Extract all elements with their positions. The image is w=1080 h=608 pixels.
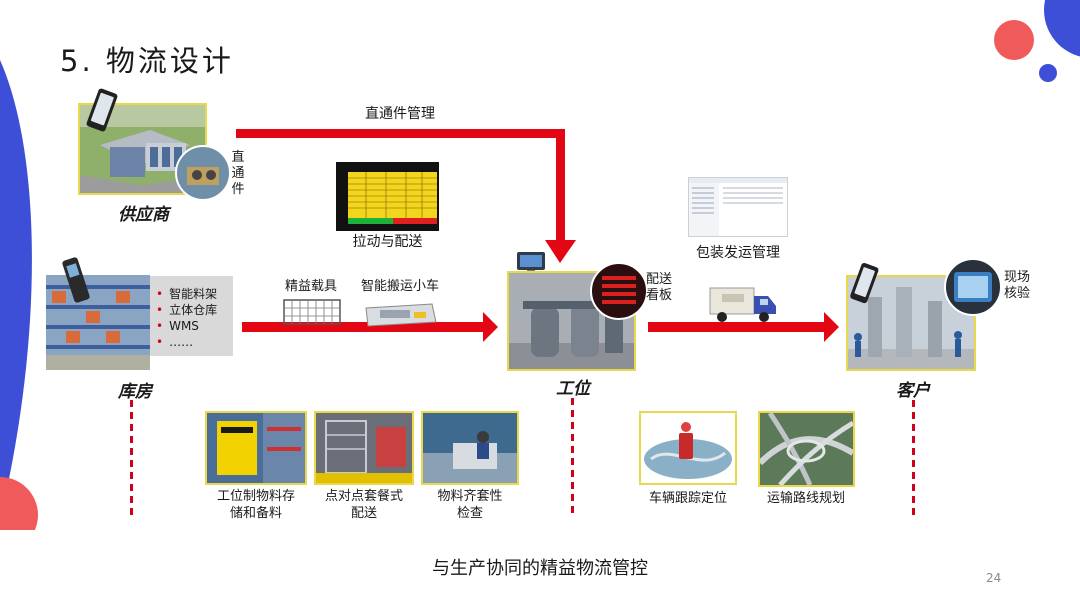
direct-arrow-horizontal <box>236 129 564 138</box>
dashed-line-warehouse <box>130 400 133 518</box>
direct-arrow-head <box>545 240 576 263</box>
pull-board-label: 拉动与配送 <box>352 234 423 250</box>
p2p-delivery-caption: 点对点套餐式 配送 <box>324 489 403 521</box>
customer-label: 客户 <box>896 381 930 401</box>
verification-circle-photo <box>944 258 1002 316</box>
dashed-line-customer <box>912 400 915 518</box>
route-planning-photo <box>758 411 855 487</box>
site-verification-label: 现场 核验 <box>1004 270 1031 301</box>
lean-carrier-image <box>283 299 341 325</box>
direct-parts-label: 直通件管理 <box>365 106 435 122</box>
warehouse-photo <box>46 275 150 370</box>
kit-check-caption: 物料齐套性 检查 <box>437 489 503 521</box>
warehouse-to-station-arrow <box>242 322 485 332</box>
station-label: 工位 <box>556 379 590 399</box>
decor-arc-left <box>0 60 38 530</box>
route-planning-caption: 运输路线规划 <box>766 491 845 506</box>
vehicle-tracking-caption: 车辆跟踪定位 <box>648 491 727 506</box>
truck-icon <box>709 287 776 322</box>
packing-shipping-label: 包装发运管理 <box>696 245 780 261</box>
station-to-customer-arrow <box>648 322 826 332</box>
kanban-display-circle <box>590 262 648 320</box>
lean-carrier-label: 精益载具 <box>284 279 337 294</box>
station-to-customer-head <box>824 312 839 342</box>
warehouse-to-station-head <box>483 312 498 342</box>
list-item: 立体仓库 <box>156 302 233 318</box>
vehicle-tracking-photo <box>639 411 737 485</box>
agv-image <box>365 303 437 327</box>
handheld-scanner-icon <box>62 257 90 303</box>
list-item: …… <box>156 334 233 350</box>
direct-part-vertical-label: 直 通 件 <box>231 150 245 197</box>
page-title: 5. 物流设计 <box>60 44 234 78</box>
supplier-label: 供应商 <box>118 205 169 225</box>
pull-board-screen <box>336 162 439 231</box>
warehouse-feature-list: 智能料架 立体仓库 WMS …… <box>150 276 233 356</box>
station-storage-caption: 工位制物料存 储和备料 <box>216 489 295 521</box>
direct-part-circle-photo <box>175 145 231 201</box>
list-item: 智能料架 <box>156 286 233 302</box>
agv-label: 智能搬运小车 <box>360 279 439 294</box>
kit-check-photo <box>421 411 519 485</box>
packing-software-screenshot <box>688 177 788 237</box>
station-storage-photo <box>205 411 307 485</box>
direct-arrow-vertical <box>556 129 565 242</box>
kanban-label: 配送 看板 <box>646 272 673 303</box>
phone-icon <box>86 88 118 132</box>
list-item: WMS <box>156 318 233 334</box>
customer-phone-icon <box>850 262 879 304</box>
footer-caption: 与生产协同的精益物流管控 <box>432 558 648 579</box>
page-number: 24 <box>986 571 1002 585</box>
warehouse-label: 库房 <box>118 382 152 402</box>
p2p-delivery-photo <box>314 411 414 485</box>
decor-circles-top-right <box>994 0 1080 82</box>
dashed-line-station <box>571 398 574 516</box>
